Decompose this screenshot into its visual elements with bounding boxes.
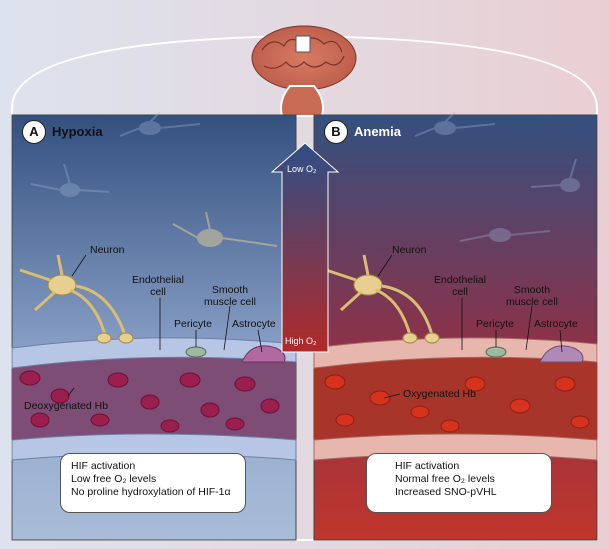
panel-b-letter: B [324,120,348,144]
leader-lines [67,254,563,399]
info-line: Low free O₂ levels [71,473,157,485]
brain-icon [251,25,357,117]
neuron-anemia [325,254,440,344]
label-low-o2: Low O₂ [287,164,317,174]
label-endothelial-a: Endothelial cell [132,274,184,298]
label-neuron-b: Neuron [392,244,427,256]
label-neuron-a: Neuron [90,244,125,256]
label-smooth-muscle-a: Smooth muscle cell [204,284,256,308]
red-blood-cells-deoxygenated [19,370,280,433]
label-endothelial-b: Endothelial cell [434,274,486,298]
background-neurons [30,111,580,242]
info-line: HIF activation [395,460,460,472]
panel-a-letter: A [22,120,46,144]
astrocyte-cells [241,345,584,363]
label-astrocyte-b: Astrocyte [534,318,578,330]
label-pericyte-b: Pericyte [476,318,514,330]
label-deoxygenated-hb: Deoxygenated Hb [24,400,109,412]
info-line: Increased SNO-pVHL [395,486,497,498]
red-blood-cells-oxygenated [324,374,590,433]
label-smooth-muscle-b: Smooth muscle cell [506,284,558,308]
neuron-hypoxia [19,254,134,344]
pericyte-cells [185,346,507,358]
info-line: No proline hydroxylation of HIF-1α [71,486,231,498]
label-astrocyte-a: Astrocyte [232,318,276,330]
label-pericyte-a: Pericyte [174,318,212,330]
label-high-o2: High O₂ [285,336,317,346]
info-line: Normal free O₂ levels [395,473,495,485]
panel-b-title: Anemia [354,124,401,139]
panel-a-title: Hypoxia [52,124,103,139]
oxygen-gradient-arrow [270,142,340,353]
info-box-hypoxia: HIF activation Low free O₂ levels No pro… [60,453,246,513]
vessel-anemia [313,337,598,461]
info-line: HIF activation [71,460,136,472]
label-oxygenated-hb: Oxygenated Hb [403,388,476,400]
info-box-anemia: HIF activation Normal free O₂ levels Inc… [366,453,552,513]
